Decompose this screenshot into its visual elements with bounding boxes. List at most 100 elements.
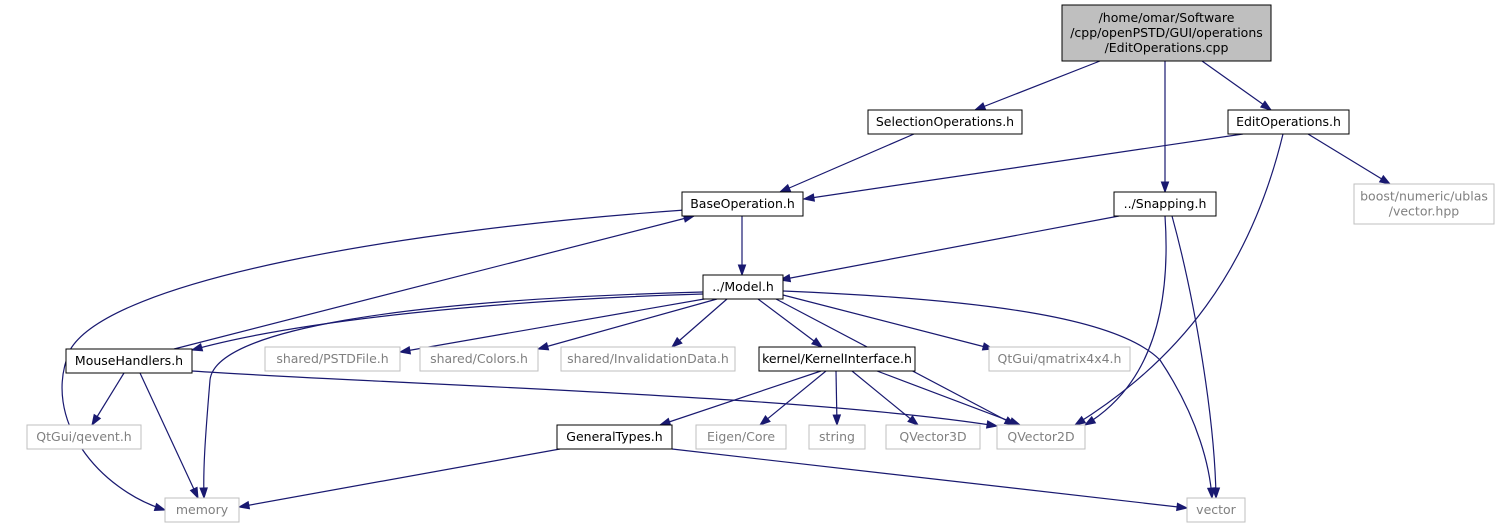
- edge-root-to-snapping: [1160, 61, 1170, 194]
- node-pstdfile: shared/PSTDFile.h: [264, 346, 401, 372]
- node-editops-label: EditOperations.h: [1236, 114, 1341, 129]
- edge-model-to-memory-line: [203, 291, 704, 499]
- edge-kernel-to-generaltypes: [658, 370, 822, 426]
- edge-model-to-colors-arrowhead: [536, 342, 550, 351]
- edge-baseop-to-model-arrowhead: [737, 264, 747, 277]
- node-boost-label: boost/numeric/ublas: [1360, 189, 1488, 204]
- edge-model-to-memory: [199, 291, 704, 500]
- node-kernel[interactable]: kernel/KernelInterface.h: [758, 346, 916, 372]
- edge-baseop-to-memory-line: [61, 209, 686, 511]
- edge-mouse-to-memory: [139, 372, 199, 500]
- node-memory: memory: [164, 497, 240, 523]
- node-root-label: /EditOperations.cpp: [1105, 40, 1229, 55]
- node-mouse[interactable]: MouseHandlers.h: [65, 348, 193, 374]
- edge-generaltypes-to-vector-line: [671, 448, 1188, 509]
- node-selops[interactable]: SelectionOperations.h: [867, 109, 1023, 135]
- node-generaltypes-box: [556, 424, 673, 450]
- node-eigen-label: Eigen/Core: [707, 429, 775, 444]
- edge-model-to-qmatrix-line: [782, 294, 994, 350]
- node-model-label: ../Model.h: [712, 279, 774, 294]
- edge-model-to-kernel-arrowhead: [811, 337, 824, 348]
- edge-model-to-pstdfile: [398, 297, 711, 355]
- node-baseop-box: [681, 191, 804, 217]
- edge-model-to-mouse-arrowhead: [190, 343, 204, 352]
- edge-model-to-pstdfile-line: [399, 297, 711, 353]
- node-snapping-label: ../Snapping.h: [1124, 196, 1207, 211]
- edge-model-to-kernel: [757, 298, 824, 348]
- edge-mouse-to-qevent: [91, 372, 125, 427]
- node-kernel-box: [758, 346, 916, 372]
- node-editops-box: [1227, 109, 1350, 135]
- edge-snapping-to-vector: [1171, 215, 1221, 500]
- edge-root-to-selops-line: [974, 60, 1101, 111]
- edge-mouse-to-qvector2d-arrowhead: [985, 420, 999, 429]
- edge-generaltypes-to-vector-arrowhead: [1176, 502, 1189, 512]
- edge-mouse-to-qvector2d-line: [191, 370, 998, 427]
- node-editops[interactable]: EditOperations.h: [1227, 109, 1350, 135]
- edge-model-to-vector-arrowhead: [1206, 487, 1216, 500]
- edge-kernel-to-qvector2d-arrowhead: [1008, 417, 1022, 426]
- node-snapping[interactable]: ../Snapping.h: [1113, 191, 1217, 217]
- edge-kernel-to-qvector2d: [876, 370, 1022, 426]
- node-string: string: [808, 424, 866, 450]
- edge-editops-to-boost-line: [1307, 133, 1391, 185]
- node-boost: boost/numeric/ublas/vector.hpp: [1353, 183, 1495, 225]
- node-qvector3d-box: [885, 424, 981, 450]
- node-colors: shared/Colors.h: [419, 346, 539, 372]
- node-mouse-box: [65, 348, 193, 374]
- edge-selops-to-baseop-line: [779, 133, 915, 193]
- edge-mouse-to-memory-line: [139, 372, 199, 499]
- edge-kernel-to-generaltypes-arrowhead: [658, 417, 672, 426]
- edge-editops-to-qvector2d: [1073, 133, 1284, 426]
- node-vector: vector: [1186, 497, 1246, 523]
- edge-model-to-kernel-line: [757, 298, 823, 348]
- edge-mouse-to-baseop-line: [173, 215, 695, 350]
- edge-kernel-to-eigen-line: [759, 370, 827, 426]
- edge-root-to-editops-line: [1201, 60, 1272, 111]
- edge-selops-to-baseop: [778, 133, 915, 193]
- node-root-box: [1061, 4, 1272, 62]
- node-baseop[interactable]: BaseOperation.h: [681, 191, 804, 217]
- edge-kernel-to-eigen: [758, 370, 827, 426]
- edge-kernel-to-string: [832, 370, 842, 427]
- node-model-box: [702, 274, 784, 300]
- edge-editops-to-boost-arrowhead: [1378, 174, 1392, 185]
- edge-mouse-to-qvector2d: [191, 370, 999, 429]
- edge-generaltypes-to-vector: [671, 448, 1189, 512]
- node-qmatrix-box: [988, 346, 1131, 372]
- edge-model-to-invalidation-line: [671, 298, 728, 348]
- edge-model-to-mouse-line: [191, 293, 704, 351]
- node-mouse-label: MouseHandlers.h: [75, 353, 183, 368]
- node-string-label: string: [819, 429, 855, 444]
- node-colors-box: [419, 346, 539, 372]
- edge-model-to-invalidation: [670, 298, 728, 348]
- node-invalidation: shared/InvalidationData.h: [560, 346, 736, 372]
- node-model[interactable]: ../Model.h: [702, 274, 784, 300]
- edge-model-to-vector: [782, 290, 1216, 500]
- node-qevent-label: QtGui/qevent.h: [36, 429, 131, 444]
- node-qevent-box: [26, 424, 142, 450]
- edge-snapping-to-model-line: [779, 215, 1120, 281]
- node-vector-box: [1186, 497, 1246, 523]
- node-boost-box: [1353, 183, 1495, 225]
- edge-mouse-to-baseop: [173, 214, 696, 350]
- node-kernel-label: kernel/KernelInterface.h: [762, 351, 912, 366]
- node-root-label: /home/omar/Software: [1099, 10, 1235, 25]
- node-invalidation-label: shared/InvalidationData.h: [567, 351, 729, 366]
- edge-kernel-to-string-arrowhead: [832, 414, 842, 427]
- edge-model-to-pstdfile-arrowhead: [398, 345, 412, 355]
- edge-editops-to-qvector2d-arrowhead: [1073, 415, 1087, 426]
- edge-model-to-invalidation-arrowhead: [670, 336, 683, 348]
- node-boost-label: /vector.hpp: [1389, 204, 1460, 219]
- edge-model-to-mouse: [190, 293, 704, 352]
- edge-kernel-to-qvector3d-line: [851, 370, 919, 426]
- node-invalidation-box: [560, 346, 736, 372]
- edge-mouse-to-qevent-arrowhead: [91, 413, 102, 427]
- node-qevent: QtGui/qevent.h: [26, 424, 142, 450]
- edge-baseop-to-memory: [61, 209, 686, 512]
- node-qvector3d: QVector3D: [885, 424, 981, 450]
- edge-root-to-editops-arrowhead: [1259, 100, 1273, 111]
- node-qmatrix-label: QtGui/qmatrix4x4.h: [998, 351, 1122, 366]
- node-generaltypes[interactable]: GeneralTypes.h: [556, 424, 673, 450]
